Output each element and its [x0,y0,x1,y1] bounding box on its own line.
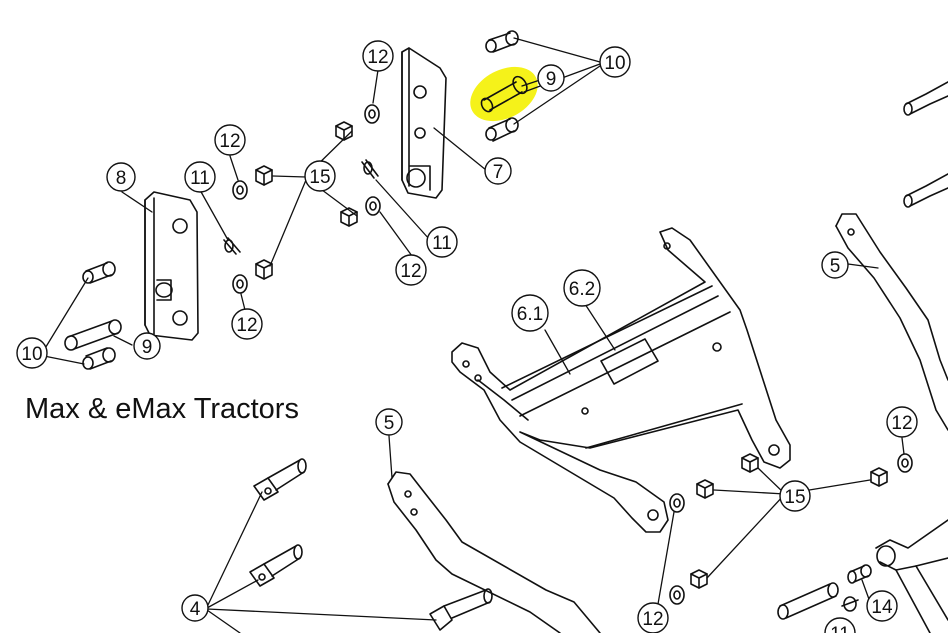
bottom-pin[interactable] [777,582,839,620]
part-9-pin-left[interactable] [64,319,122,351]
part-8-plate[interactable] [144,191,199,341]
svg-text:12: 12 [891,413,912,434]
callout-6-2: 6.2 [563,269,601,307]
highlight-marker [470,66,538,122]
part-12-washer-e[interactable] [669,493,685,513]
part-12-washer-g[interactable] [897,453,913,473]
part-10-bushing-top-lower[interactable] [485,117,519,142]
callout-7: 7 [484,157,512,185]
svg-text:12: 12 [642,609,663,630]
callout-12-a: 12 [362,40,394,72]
svg-text:12: 12 [219,131,240,152]
callout-12-d: 12 [231,308,263,340]
part-5-arm-middle[interactable] [387,471,601,633]
svg-text:15: 15 [309,167,330,188]
svg-text:8: 8 [116,168,127,189]
part-6-2-label-plate[interactable] [600,338,659,385]
part-12-washer-d[interactable] [232,274,248,294]
callout-11-bottom: 11 [824,617,856,633]
callout-5-middle: 5 [375,408,403,436]
callout-12-right: 12 [886,406,918,438]
callout-12-b: 12 [214,124,246,156]
callout-11-a: 11 [184,161,216,193]
part-15-nut-f[interactable] [741,453,759,473]
part-5-arm-right[interactable] [835,213,948,431]
part-15-nut-a[interactable] [335,121,353,141]
svg-text:5: 5 [384,413,395,434]
svg-text:11: 11 [190,168,210,189]
svg-text:5: 5 [830,256,841,277]
svg-text:10: 10 [21,344,42,365]
svg-text:11: 11 [432,233,452,254]
part-7-plate[interactable] [401,47,447,199]
callout-5-right: 5 [821,251,849,279]
callout-11-b: 11 [426,226,458,258]
part-12-washer-c[interactable] [365,196,381,216]
part-15-nut-e[interactable] [696,479,714,499]
svg-text:12: 12 [236,315,257,336]
callout-9-top: 9 [537,64,565,92]
svg-text:12: 12 [400,261,421,282]
svg-text:11: 11 [830,624,850,633]
callout-12-bottom: 12 [637,602,669,633]
callout-10-top: 10 [599,46,631,78]
svg-text:14: 14 [871,597,893,618]
svg-text:12: 12 [367,47,388,68]
part-12-washer-a[interactable] [364,104,380,124]
part-12-washer-b[interactable] [232,180,248,200]
diagram-heading: Max & eMax Tractors [25,393,299,425]
bottom-right-arm[interactable] [875,519,948,633]
part-10-bushing-top-upper[interactable] [485,30,519,53]
callout-8: 8 [106,162,136,192]
part-15-nut-b[interactable] [255,165,273,186]
part-11-clip-left[interactable] [223,237,241,255]
callout-12-c: 12 [395,254,427,286]
svg-text:4: 4 [190,599,201,620]
part-15-nut-g[interactable] [870,467,888,487]
svg-text:15: 15 [784,487,805,508]
callout-4: 4 [181,594,209,622]
svg-text:7: 7 [493,162,504,183]
part-10-bushing-left-upper[interactable] [82,261,116,284]
callout-6-1: 6.1 [511,294,549,332]
part-15-nut-h[interactable] [690,569,708,589]
right-edge-bolt-upper[interactable] [903,81,948,116]
right-edge-bolt-lower[interactable] [903,173,948,208]
callout-15-bottom: 15 [779,480,811,512]
part-15-nut-d[interactable] [255,259,273,280]
leader-lines [43,37,905,633]
svg-text:9: 9 [546,69,557,90]
part-11-clip-top[interactable] [361,159,379,179]
svg-text:10: 10 [604,53,625,74]
part-14-bushing[interactable] [847,564,872,584]
part-9-pin-highlighted[interactable] [461,56,547,132]
callout-15-top: 15 [304,160,336,192]
part-10-bushing-left-lower[interactable] [82,347,116,370]
callout-9-left: 9 [133,332,161,360]
callout-10-left: 10 [16,337,48,369]
part-12-washer-f[interactable] [669,585,685,605]
part-11-clip-bottom[interactable] [841,596,859,612]
part-4-bolt-lower[interactable] [429,588,493,631]
callout-14: 14 [866,590,898,622]
svg-text:9: 9 [142,337,153,358]
svg-text:6.2: 6.2 [569,279,595,300]
svg-text:6.1: 6.1 [517,304,543,325]
